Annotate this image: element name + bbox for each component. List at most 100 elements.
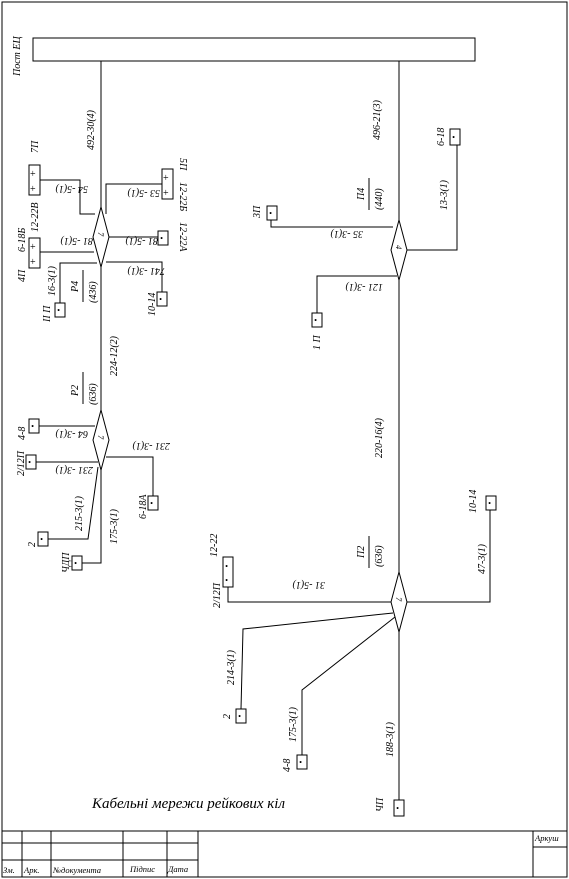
- svg-text:7П: 7П: [30, 140, 41, 153]
- svg-text:7: 7: [96, 232, 106, 237]
- svg-text:81 -5(1): 81 -5(1): [60, 235, 93, 246]
- svg-text:215-3(1): 215-3(1): [74, 495, 85, 531]
- svg-text:+: +: [30, 242, 36, 253]
- svg-text:+: +: [30, 169, 36, 180]
- svg-text:6-18А: 6-18А: [138, 494, 149, 519]
- left-cable-top: 492-30(4): [86, 109, 97, 150]
- svg-text:П2: П2: [356, 546, 367, 559]
- svg-text:Дата: Дата: [167, 864, 188, 874]
- svg-text:13-3(1): 13-3(1): [439, 179, 450, 210]
- device-10-14-right: [485, 495, 497, 511]
- device-4p: [28, 237, 41, 269]
- svg-text:•: •: [57, 305, 60, 315]
- svg-text:53 -5(1): 53 -5(1): [127, 187, 160, 198]
- svg-text:64 -3(1): 64 -3(1): [55, 428, 88, 439]
- svg-text:•: •: [160, 233, 163, 243]
- svg-text:•: •: [225, 561, 228, 571]
- svg-text:•: •: [452, 132, 455, 142]
- svg-text:741 -3(1): 741 -3(1): [127, 265, 165, 276]
- svg-text:Зм.: Зм.: [3, 865, 15, 875]
- device-4p-bottom: [393, 799, 405, 817]
- svg-text:220-16(4): 220-16(4): [374, 417, 385, 458]
- svg-text:6-18Б: 6-18Б: [17, 228, 28, 252]
- svg-text:Р2: Р2: [70, 385, 81, 397]
- post-ec-label: Пост ЕЦ: [12, 36, 23, 77]
- svg-text:12-22А: 12-22А: [177, 222, 188, 252]
- svg-text:•: •: [269, 208, 272, 218]
- svg-text:+: +: [30, 184, 36, 195]
- svg-text:10-14: 10-14: [147, 293, 158, 316]
- left-junction-box-2: [92, 408, 110, 472]
- svg-text:175-3(1): 175-3(1): [109, 508, 120, 544]
- device-6-18: [449, 128, 461, 146]
- right-junction-box-1: [390, 218, 408, 282]
- svg-text:•: •: [159, 294, 162, 304]
- left-network: 492-30(4) 7 + + 7П 12-22В 54 -5(1) + + 5…: [16, 61, 188, 573]
- svg-text:47-3(1): 47-3(1): [477, 543, 488, 574]
- svg-text:35 -3(1): 35 -3(1): [330, 228, 364, 239]
- device-3p: [266, 205, 278, 221]
- svg-text:231 -3(1): 231 -3(1): [55, 464, 93, 475]
- svg-text:•: •: [28, 457, 31, 467]
- svg-text:•: •: [40, 534, 43, 544]
- svg-text:•: •: [314, 315, 317, 325]
- svg-text:4-8: 4-8: [282, 759, 293, 772]
- svg-text:81 -5(1): 81 -5(1): [125, 235, 158, 246]
- svg-text:№документа: №документа: [52, 865, 101, 875]
- device-12-22a: [157, 230, 169, 246]
- svg-text:•: •: [225, 575, 228, 585]
- svg-text:4П: 4П: [17, 269, 28, 282]
- svg-text:П4: П4: [356, 188, 367, 201]
- svg-text:•: •: [238, 711, 241, 721]
- svg-text:(440): (440): [374, 188, 385, 210]
- svg-text:10-14: 10-14: [468, 490, 479, 513]
- svg-text:54 -5(1): 54 -5(1): [55, 183, 88, 194]
- svg-text:12-22: 12-22: [209, 534, 220, 557]
- svg-text:2: 2: [27, 542, 38, 547]
- svg-text:16-3(1): 16-3(1): [47, 265, 58, 296]
- svg-text:•: •: [150, 498, 153, 508]
- svg-text:•: •: [488, 498, 491, 508]
- svg-text:+: +: [163, 173, 169, 184]
- svg-text:2: 2: [222, 714, 233, 719]
- post-ec-bar: [32, 37, 476, 62]
- svg-text:31 -5(1): 31 -5(1): [292, 579, 326, 590]
- svg-text:+: +: [30, 257, 36, 268]
- svg-text:3П: 3П: [252, 205, 263, 219]
- svg-text:231 -3(1): 231 -3(1): [132, 440, 170, 451]
- sheet-label: Аркуш: [534, 833, 559, 843]
- svg-text:5П: 5П: [177, 158, 188, 171]
- svg-text:ЧДП: ЧДП: [61, 552, 72, 573]
- svg-text:496-21(3): 496-21(3): [372, 99, 383, 140]
- left-junction-box-1: [92, 205, 110, 269]
- svg-text:•: •: [396, 803, 399, 813]
- svg-text:121 -3(1): 121 -3(1): [345, 281, 383, 292]
- right-network: 496-21(3) • 6-18 13-3(1) П4 (440) 4 • 3П…: [209, 61, 497, 817]
- svg-text:Р4: Р4: [70, 281, 81, 293]
- svg-text:6-18: 6-18: [436, 128, 447, 146]
- svg-text:Підпис: Підпис: [129, 864, 155, 874]
- svg-text:7: 7: [394, 597, 404, 602]
- drawing-title: Кабельні мережи рейкових кіл: [91, 796, 285, 812]
- svg-text:224-12(2): 224-12(2): [109, 335, 120, 376]
- svg-text:2/12П: 2/12П: [16, 450, 27, 476]
- svg-text:ЧП: ЧП: [375, 797, 386, 812]
- svg-text:(436): (436): [88, 281, 99, 303]
- svg-text:•: •: [299, 757, 302, 767]
- svg-text:7: 7: [96, 435, 106, 440]
- svg-text:12-22В: 12-22В: [30, 203, 41, 232]
- right-junction-box-2: [390, 570, 408, 634]
- svg-text:(636): (636): [88, 383, 99, 405]
- svg-text:4: 4: [394, 245, 404, 250]
- title-block: Аркуш Зм. Арк. №документа Підпис Дата: [2, 830, 567, 877]
- svg-text:•: •: [31, 421, 34, 431]
- svg-text:4-8: 4-8: [17, 427, 28, 440]
- svg-text:12-22Б: 12-22Б: [177, 182, 188, 211]
- svg-text:+: +: [163, 188, 169, 199]
- svg-text:214-3(1): 214-3(1): [226, 649, 237, 685]
- svg-text:188-3(1): 188-3(1): [385, 721, 396, 757]
- svg-text:II П: II П: [42, 305, 53, 323]
- svg-text:2/12П: 2/12П: [212, 582, 223, 608]
